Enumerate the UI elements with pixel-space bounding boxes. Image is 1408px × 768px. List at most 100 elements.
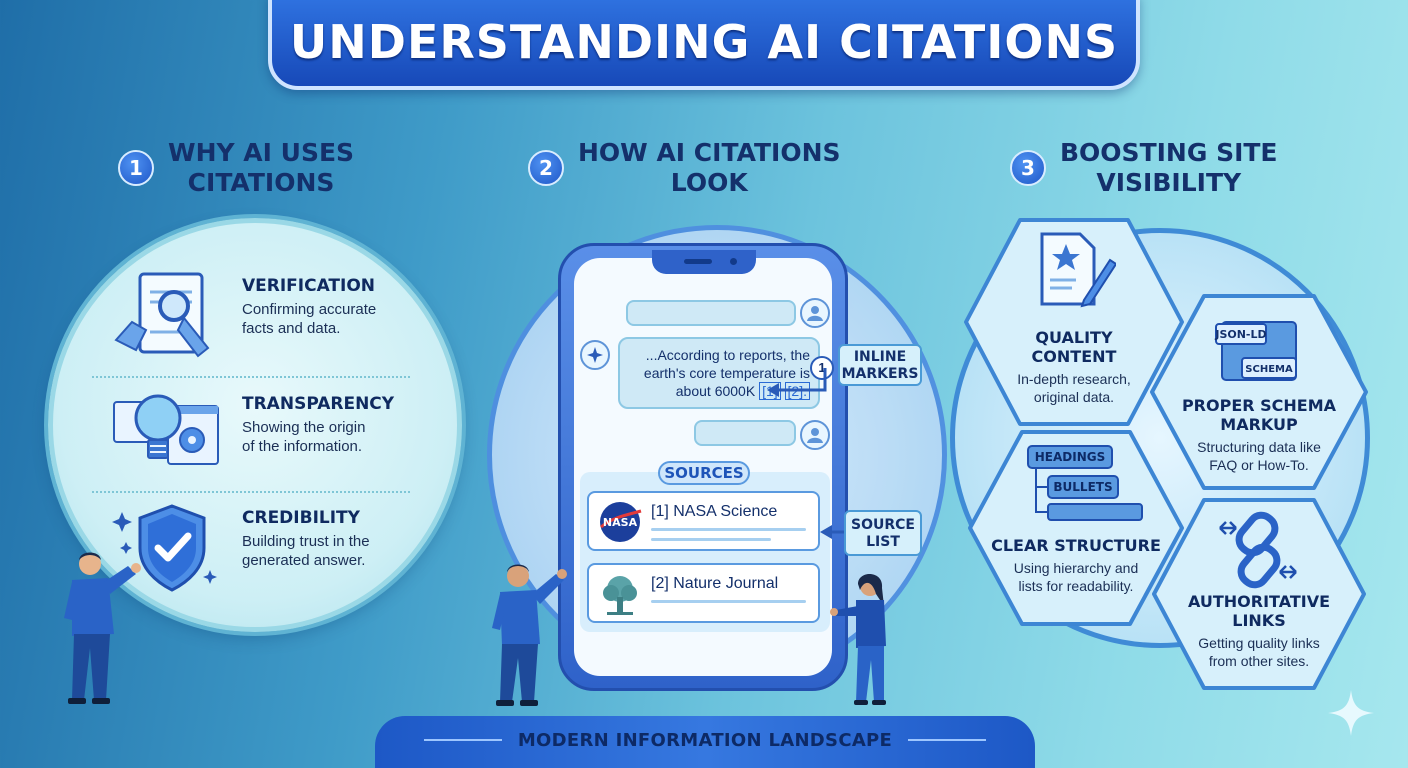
answer-line-1: ...According to reports, the	[645, 347, 810, 363]
phone-camera	[730, 258, 737, 265]
hex-schema-desc-1: Structuring data like	[1197, 439, 1321, 455]
hierarchy-list-icon: HEADINGS BULLETS	[1027, 445, 1143, 521]
hex-schema-markup: JSON-LD SCHEMA PROPER SCHEMA MARKUP Stru…	[1148, 292, 1370, 492]
hex-quality-content: QUALITY CONTENT In-depth research, origi…	[962, 216, 1186, 428]
inline-marker-number: 1	[810, 356, 834, 380]
user-message-bubble	[626, 300, 796, 326]
hex-schema-desc-2: FAQ or How-To.	[1209, 457, 1309, 473]
divider	[92, 491, 410, 493]
puzzle-icon: JSON-LD SCHEMA	[1214, 321, 1297, 381]
item-transparency-title: TRANSPARENCY	[242, 394, 395, 414]
section-1-number: 1	[118, 150, 154, 186]
svg-text:BULLETS: BULLETS	[1053, 480, 1112, 494]
item-verification: VERIFICATION Confirming accurate facts a…	[112, 270, 452, 360]
divider	[92, 376, 410, 378]
sparkle-icon	[1328, 690, 1374, 736]
ai-avatar	[580, 340, 610, 370]
hex-authoritative-links: AUTHORITATIVE LINKS Getting quality link…	[1150, 496, 1368, 692]
svg-text:HEADINGS: HEADINGS	[1035, 450, 1106, 464]
hexagon-shape	[964, 218, 1184, 426]
user-icon	[807, 306, 823, 321]
source-card-nature[interactable]: [2] Nature Journal	[587, 563, 820, 623]
hex-clear-structure: HEADINGS BULLETS CLEAR STRUCTURE Using h…	[966, 428, 1186, 628]
section-2-number: 2	[528, 150, 564, 186]
source-list-line2: LIST	[866, 534, 900, 550]
hex-quality-title-1: QUALITY	[1035, 328, 1113, 347]
phone-speaker	[684, 259, 712, 264]
chain-link-icon	[1219, 511, 1297, 589]
person-pointing-illustration	[830, 573, 886, 705]
source-list-callout: SOURCE LIST	[844, 510, 922, 556]
item-credibility-desc-1: Building trust in the	[242, 533, 370, 550]
user-avatar	[800, 420, 830, 450]
footer-banner: MODERN INFORMATION LANDSCAPE	[375, 716, 1035, 768]
item-transparency: TRANSPARENCY Showing the origin of the i…	[112, 388, 452, 478]
nasa-logo: NASA	[600, 502, 642, 542]
item-verification-title: VERIFICATION	[242, 276, 376, 296]
title-banner: UNDERSTANDING AI CITATIONS	[268, 0, 1140, 90]
shield-check-icon	[112, 504, 217, 592]
document-star-pen-icon	[1040, 232, 1116, 308]
hex-schema-title-1: PROPER SCHEMA	[1181, 396, 1337, 415]
placeholder-line	[651, 600, 806, 603]
footer-divider-right	[908, 739, 987, 741]
section-3-heading-line2: VISIBILITY	[1096, 168, 1242, 197]
item-verification-desc-2: facts and data.	[242, 320, 341, 337]
section-1-heading-line1: WHY AI USES	[168, 138, 355, 167]
footer-text: MODERN INFORMATION LANDSCAPE	[517, 729, 893, 751]
hex-links-title-2: LINKS	[1232, 611, 1286, 630]
section-2-heading-line2: LOOK	[670, 168, 748, 197]
section-2-heading-line1: HOW AI CITATIONS	[578, 138, 841, 167]
item-transparency-desc-2: of the information.	[242, 438, 363, 455]
document-magnifier-icon	[114, 272, 210, 358]
placeholder-line	[651, 528, 806, 531]
answer-line-3: about 6000K	[675, 383, 756, 399]
tree-icon	[603, 576, 637, 615]
hexagon-shape	[1150, 294, 1368, 490]
section-2-heading: 2 HOW AI CITATIONS LOOK	[528, 138, 841, 198]
inline-markers-callout: INLINE MARKERS	[838, 344, 922, 386]
hexagon-shape	[1152, 498, 1366, 690]
section-3-number: 3	[1010, 150, 1046, 186]
source-card-nasa[interactable]: NASA [1] NASA Science	[587, 491, 820, 551]
hex-structure-desc-2: lists for readability.	[1018, 578, 1134, 594]
hex-schema-title-2: MARKUP	[1220, 415, 1298, 434]
source-label-nasa: [1] NASA Science	[651, 503, 778, 520]
answer-line-2: earth's core temperature is	[643, 365, 810, 381]
source-list-line1: SOURCE	[851, 517, 915, 533]
item-verification-desc-1: Confirming accurate	[242, 301, 377, 318]
hex-structure-desc-1: Using hierarchy and	[1013, 560, 1139, 576]
svg-text:JSON-LD: JSON-LD	[1214, 328, 1266, 341]
ai-answer-bubble: ...According to reports, the earth's cor…	[618, 337, 820, 409]
hex-quality-desc-2: original data.	[1033, 389, 1115, 405]
user-icon	[807, 428, 823, 443]
hex-links-desc-1: Getting quality links	[1198, 635, 1320, 651]
section-3-heading: 3 BOOSTING SITE VISIBILITY	[1010, 138, 1278, 198]
item-credibility: CREDIBILITY Building trust in the genera…	[112, 502, 452, 592]
footer-divider-left	[423, 739, 502, 741]
person-pointing-illustration	[492, 564, 567, 706]
inline-markers-line1: INLINE	[853, 349, 907, 365]
hex-quality-desc-1: In-depth research,	[1017, 371, 1131, 387]
section-1-heading-line2: CITATIONS	[187, 168, 335, 197]
source-label-nature: [2] Nature Journal	[651, 575, 779, 592]
page-title: UNDERSTANDING AI CITATIONS	[289, 15, 1119, 69]
inline-markers-line2: MARKERS	[841, 366, 919, 382]
sources-label: SOURCES	[658, 461, 750, 485]
section-1-heading: 1 WHY AI USES CITATIONS	[118, 138, 354, 198]
svg-text:SCHEMA: SCHEMA	[1245, 364, 1293, 375]
hex-structure-title-1: CLEAR STRUCTURE	[991, 536, 1161, 555]
hex-links-desc-2: from other sites.	[1208, 653, 1310, 669]
arrow-icon	[767, 368, 827, 397]
person-pointing-illustration	[64, 552, 141, 704]
hexagon-shape	[968, 430, 1184, 626]
user-message-bubble	[694, 420, 796, 446]
section-3-heading-line1: BOOSTING SITE	[1060, 138, 1278, 167]
item-credibility-title: CREDIBILITY	[242, 508, 360, 528]
ai-spark-icon	[587, 347, 603, 363]
item-transparency-desc-1: Showing the origin	[242, 419, 366, 436]
placeholder-line	[651, 538, 771, 541]
hex-links-title-1: AUTHORITATIVE	[1187, 592, 1331, 611]
user-avatar	[800, 298, 830, 328]
svg-text:NASA: NASA	[603, 516, 638, 529]
